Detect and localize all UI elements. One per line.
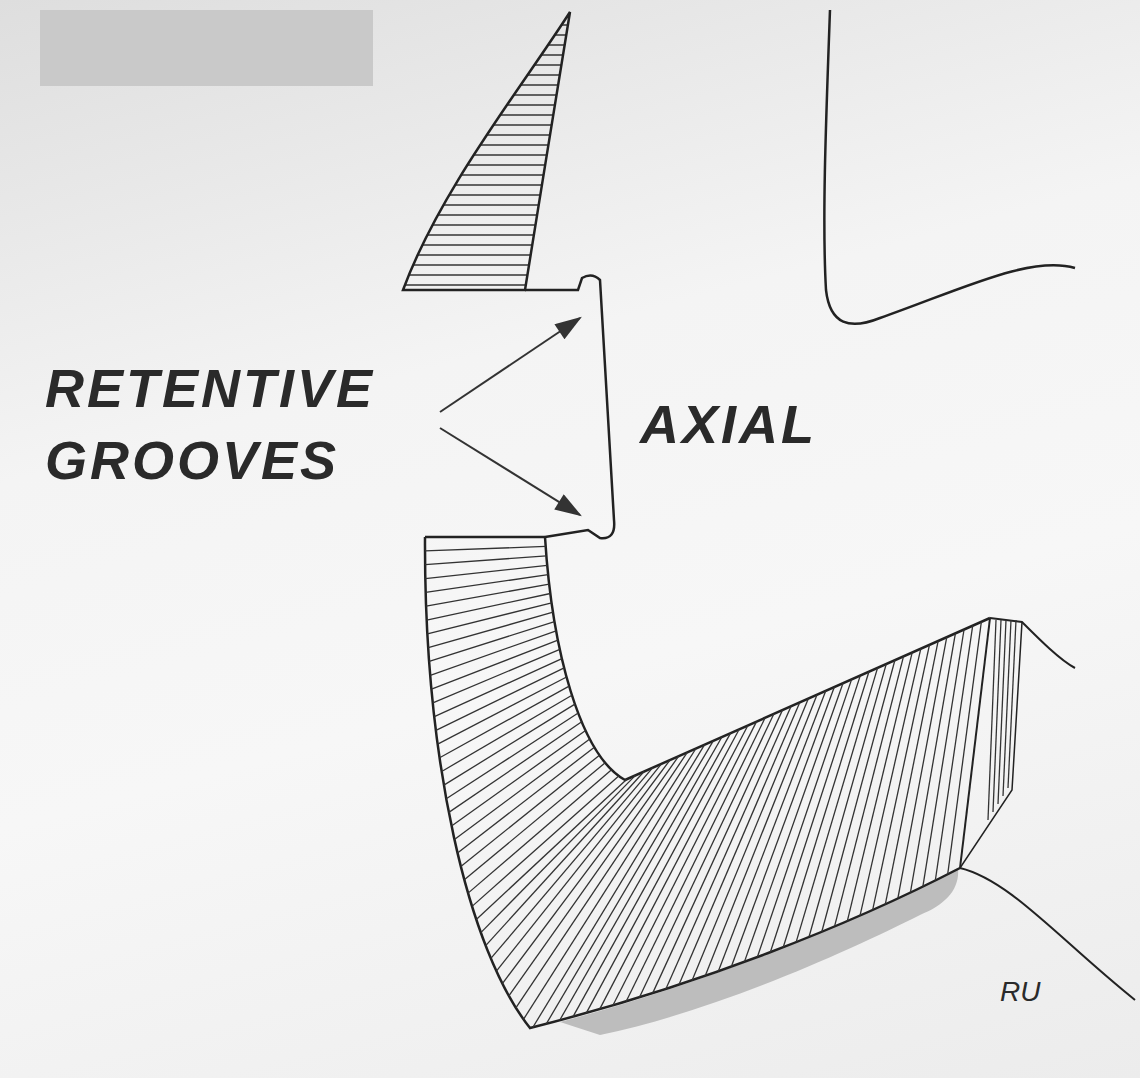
hatch-stroke (898, 637, 947, 898)
leader-arrow (440, 428, 580, 515)
hatch-stroke (783, 672, 869, 947)
hatch-stroke (546, 741, 713, 1024)
hatch-stroke (770, 676, 860, 953)
hatch-stroke (444, 704, 575, 785)
hatch-stroke (425, 565, 547, 578)
hatch-stroke (613, 722, 757, 1006)
hatch-stroke (822, 660, 895, 932)
hatch-stroke (533, 745, 705, 1028)
hatch-stroke (600, 725, 748, 1009)
bone-contour (960, 868, 1135, 1000)
hatch-stroke (433, 649, 560, 702)
hatch-stroke (744, 683, 843, 962)
hatch-stroke (731, 687, 834, 966)
hatch-stroke (516, 752, 687, 1007)
hatch-stroke (948, 622, 982, 874)
hatch-stroke (426, 584, 549, 606)
hatch-stroke (427, 594, 551, 621)
hatch-stroke (993, 620, 1001, 812)
hatch-stroke (809, 664, 886, 937)
hatch-stroke (560, 737, 722, 1020)
gingival-contour (990, 618, 1075, 668)
hatch-stroke (425, 546, 546, 550)
hatch-stroke (486, 772, 644, 946)
hatching (425, 546, 1016, 1027)
hatch-stroke (653, 710, 783, 993)
hatch-stroke (692, 699, 808, 981)
hatch-stroke (432, 640, 558, 689)
hatch-stroke (835, 656, 904, 926)
hatch-stroke (1003, 620, 1011, 796)
part-label: RETENTIVE GROOVES (45, 352, 425, 496)
hatch-stroke (910, 633, 955, 892)
hatch-stroke (452, 730, 586, 825)
preparation-outline (525, 275, 614, 538)
hatch-stroke (464, 763, 605, 880)
hatch-stroke (847, 653, 912, 921)
tooth-outer-surface (425, 537, 960, 1028)
hatch-stroke (626, 718, 765, 1001)
hatch-stroke (885, 641, 938, 904)
hatch-stroke (1008, 620, 1016, 788)
hatch-stroke (679, 702, 800, 984)
pulp-contour (824, 10, 1075, 324)
hatch-stroke (438, 677, 567, 744)
hatch-stroke (429, 622, 554, 662)
leader-arrow (440, 318, 580, 412)
hatch-stroke (434, 659, 562, 717)
hatch-stroke (446, 713, 578, 799)
hatch-stroke (998, 620, 1006, 804)
block-top-edge (425, 536, 545, 539)
hatch-stroke (454, 739, 589, 840)
hatch-stroke (426, 575, 548, 593)
enamel-wedge (403, 12, 570, 290)
part-label: AXIAL (640, 388, 900, 460)
hatch-stroke (935, 626, 972, 881)
hatch-stroke (988, 620, 996, 820)
hatch-stroke (425, 556, 546, 565)
hatch-stroke (496, 764, 661, 971)
artist-signature: RU (1000, 975, 1080, 1009)
hatch-stroke (705, 695, 817, 976)
hatch-stroke (491, 768, 653, 959)
hatch-stroke (476, 779, 626, 919)
hatch-stroke (923, 630, 964, 887)
hatch-stroke (430, 631, 556, 675)
blank-label-patch (40, 10, 373, 86)
